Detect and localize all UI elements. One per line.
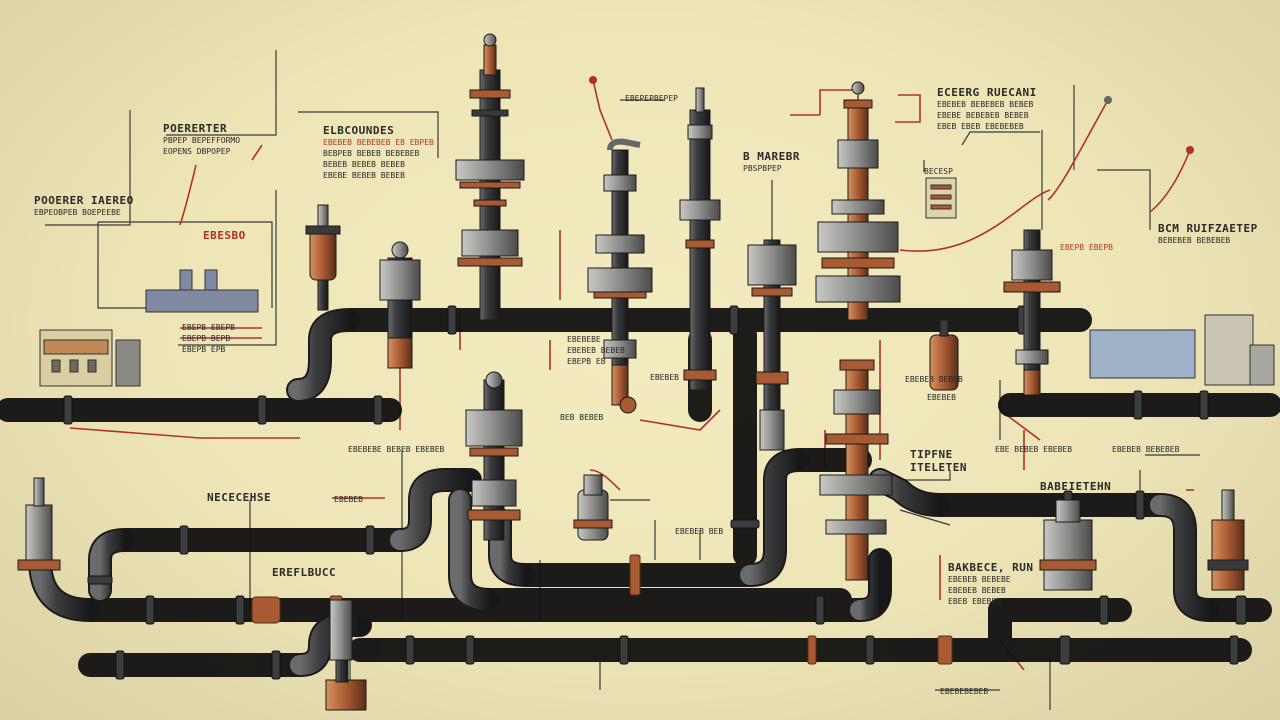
label-top-left-line-2: EOPENS DBPOPEP: [163, 147, 231, 156]
vessel-left: [305, 204, 341, 311]
label-ebeb-mid-lower-line-1: EBEBEB: [927, 393, 956, 402]
label-becesp-title: BECESP: [924, 167, 953, 176]
label-eceerg: ECEERG RUECANI EBEBEB BEBEBEB BEBEB EBEB…: [937, 86, 1037, 132]
label-top-center-title: EBEPEPBEPEP: [625, 94, 678, 103]
label-neccehse: NECECEHSE: [207, 491, 271, 504]
label-erefeucc-title: EREFLBUCC: [272, 566, 337, 579]
label-bakbece-title: BAKBECE, RUN: [948, 561, 1034, 574]
valve-bottom: [325, 599, 367, 711]
label-bakbece-line-2: EBEBEB BEBEB: [948, 586, 1006, 595]
gauge-box: [925, 177, 957, 219]
label-mid-left-small-line-1: EBEBEBE BEBEB EBEBEB: [348, 445, 445, 454]
label-b-mareb-line-1: PBSPBPEP: [743, 164, 782, 173]
label-neccehse-title: NECECEHSE: [207, 491, 272, 504]
tower-lower-center: [465, 371, 523, 541]
label-ebe-right-line-1: EBE BEBEB EBEBEB: [995, 445, 1073, 454]
label-ebeb-center-line-1: EBEBEB: [650, 373, 679, 382]
label-ebepb-right: EBEPB EBEPB: [1060, 242, 1113, 253]
label-ebe-right-line-2: EBEBEB BEBEBEB: [1112, 445, 1180, 454]
signal-dots: [589, 76, 1194, 154]
label-b-mareb-title: B MAREBR: [743, 150, 800, 163]
label-bottom-small: EBEBEBEBEB: [940, 686, 988, 697]
label-mid-left-small: EBEBEBE BEBEB EBEBEB: [348, 444, 444, 455]
label-ebeb-lower-line-1: EBEBEB BEB: [675, 527, 724, 536]
label-top-left: POERERTER PBPEP BEPEFFORMO EOPENS DBPOPE…: [163, 122, 240, 157]
tall-tower-left: [455, 33, 525, 321]
label-ebeb-right-mid: EBEBEB BEBEB: [905, 374, 963, 385]
label-left-mid-line-1: EBPEOBPEB BOEPEEBE: [34, 208, 121, 217]
label-eceerg-line-1: EBEBEB BEBEBEB BEBEB: [937, 100, 1034, 109]
label-ebesbo: EBESBO: [203, 229, 246, 242]
label-bcm: BCM RUIFZAETEP BEBEBEB BEBEBEB: [1158, 222, 1258, 246]
label-mid-center-small-line-3: EBEPB EB: [567, 357, 606, 366]
label-bottom-small-line-1: EBEBEBEBEB: [940, 687, 989, 696]
label-top-center: EBEPEPBEPEP: [625, 93, 678, 104]
label-eceerg-line-2: EBEBE BEBEBEB BEBEB: [937, 111, 1029, 120]
label-elbe-line-3: BEBEB BEBEB BEBEB: [323, 160, 405, 169]
label-ebeb-lower: EBEBEB BEB: [675, 526, 723, 537]
label-elbe-title: ELBCOUNDES: [323, 124, 395, 137]
tower-center-left: [587, 138, 653, 414]
label-eceerg-title: ECEERG RUECANI: [937, 86, 1037, 99]
label-ebepb-red-line-1: EBEPB EBEPB: [182, 323, 235, 332]
vessel-small-center: [573, 474, 613, 541]
label-top-left-line-1: PBPEP BEPEFFORMO: [163, 136, 241, 145]
label-beb-small: BEB BEBEB: [560, 412, 603, 423]
vessel-far-left: [17, 477, 61, 571]
label-bcm-title: BCM RUIFZAETEP: [1158, 222, 1258, 235]
label-tipfne-title: TIPFNE: [910, 448, 953, 461]
vessel-left-2: [379, 241, 421, 369]
label-tipfne: TIPFNE ITELETEN: [910, 448, 967, 474]
label-elbe-line-4: EBEBE BEBEB BEBEB: [323, 171, 405, 180]
label-left-mid-title: POOERER IAEREO: [34, 194, 134, 207]
label-mid-center-small-line-2: EBEBEB BEBEB: [567, 346, 625, 355]
tank-copper: [929, 319, 959, 391]
valve-bottom-right: [1039, 499, 1097, 591]
label-bakbece-line-1: EBEBEB BEBEBE: [948, 575, 1011, 584]
label-erefeucc: EREFLBUCC: [272, 566, 336, 579]
label-becesp: BECESP: [924, 166, 953, 177]
label-beb-small-line-1: BEB BEBEB: [560, 413, 604, 422]
label-bcm-line-1: BEBEBEB BEBEBEB: [1158, 236, 1231, 245]
label-ebepb-right-title: EBEPB EBEPB: [1060, 243, 1113, 252]
label-ebepb-red-line-3: EBEPB EPB: [182, 345, 226, 354]
label-ebeb-mid-lower: EBEBEB: [927, 392, 956, 403]
tower-right-tall: [815, 81, 901, 321]
label-tipfne-line-1: ITELETEN: [910, 461, 967, 474]
vessel-far-right: [1207, 489, 1249, 591]
label-ebeb-center: EBEBEB: [650, 372, 679, 383]
label-top-left-title: POERERTER: [163, 122, 228, 135]
tower-lower-right: [819, 359, 893, 581]
label-left-mid: POOERER IAEREO EBPEOBPEB BOEPEEBE: [34, 194, 134, 218]
pipes: [0, 308, 1280, 677]
label-ebesbo-title: EBESBO: [203, 229, 246, 242]
factory-right: [1089, 314, 1275, 386]
label-ebe-right: EBE BEBEB EBEBEB: [995, 444, 1072, 455]
label-bakbece-line-3: EBEB EBEBEB: [948, 597, 1001, 606]
label-bakbece: BAKBECE, RUN EBEBEB BEBEBE EBEBEB BEBEB …: [948, 561, 1033, 607]
label-b-mareb: B MAREBR PBSPBPEP: [743, 150, 800, 174]
tower-right: [1003, 229, 1061, 396]
label-eceerg-line-3: EBEB EBEB EBEBEBEB: [937, 122, 1024, 131]
label-ebeb-right-mid-line-1: EBEBEB BEBEB: [905, 375, 963, 384]
label-elbe: ELBCOUNDES EBEBEB BEBEBEB EB EBPEB BEBPE…: [323, 124, 434, 181]
label-ebebeb-small-line-1: EBEBEB: [334, 495, 363, 504]
label-ebebeb-small: EBEBEB: [334, 494, 363, 505]
label-mid-center-small-line-1: EBEBEBE: [567, 335, 601, 344]
label-elbe-line-2: BEBPEB BEBEB BEBEBEB: [323, 149, 420, 158]
building-left: [39, 329, 141, 387]
factory-left: [145, 269, 259, 313]
label-babeietehn: BABEIETEHN: [1040, 480, 1111, 493]
label-ebepb-red: EBEPB EBEPB EBEPB BEPB EBEPB EPB: [182, 322, 235, 355]
label-elbe-line-1: EBEBEB BEBEBEB EB EBPEB: [323, 138, 434, 147]
tower-center: [679, 87, 721, 391]
label-babeietehn-title: BABEIETEHN: [1040, 480, 1112, 493]
label-mid-center-small: EBEBEBE EBEBEB BEBEB EBEPB EB: [567, 334, 625, 367]
column-center-right: [747, 239, 797, 451]
label-ebe-right-2: EBEBEB BEBEBEB: [1112, 444, 1179, 455]
pipe-flanges: [63, 305, 1247, 680]
leader-lines: [45, 50, 1200, 710]
label-ebepb-red-line-2: EBEPB BEPB: [182, 334, 231, 343]
